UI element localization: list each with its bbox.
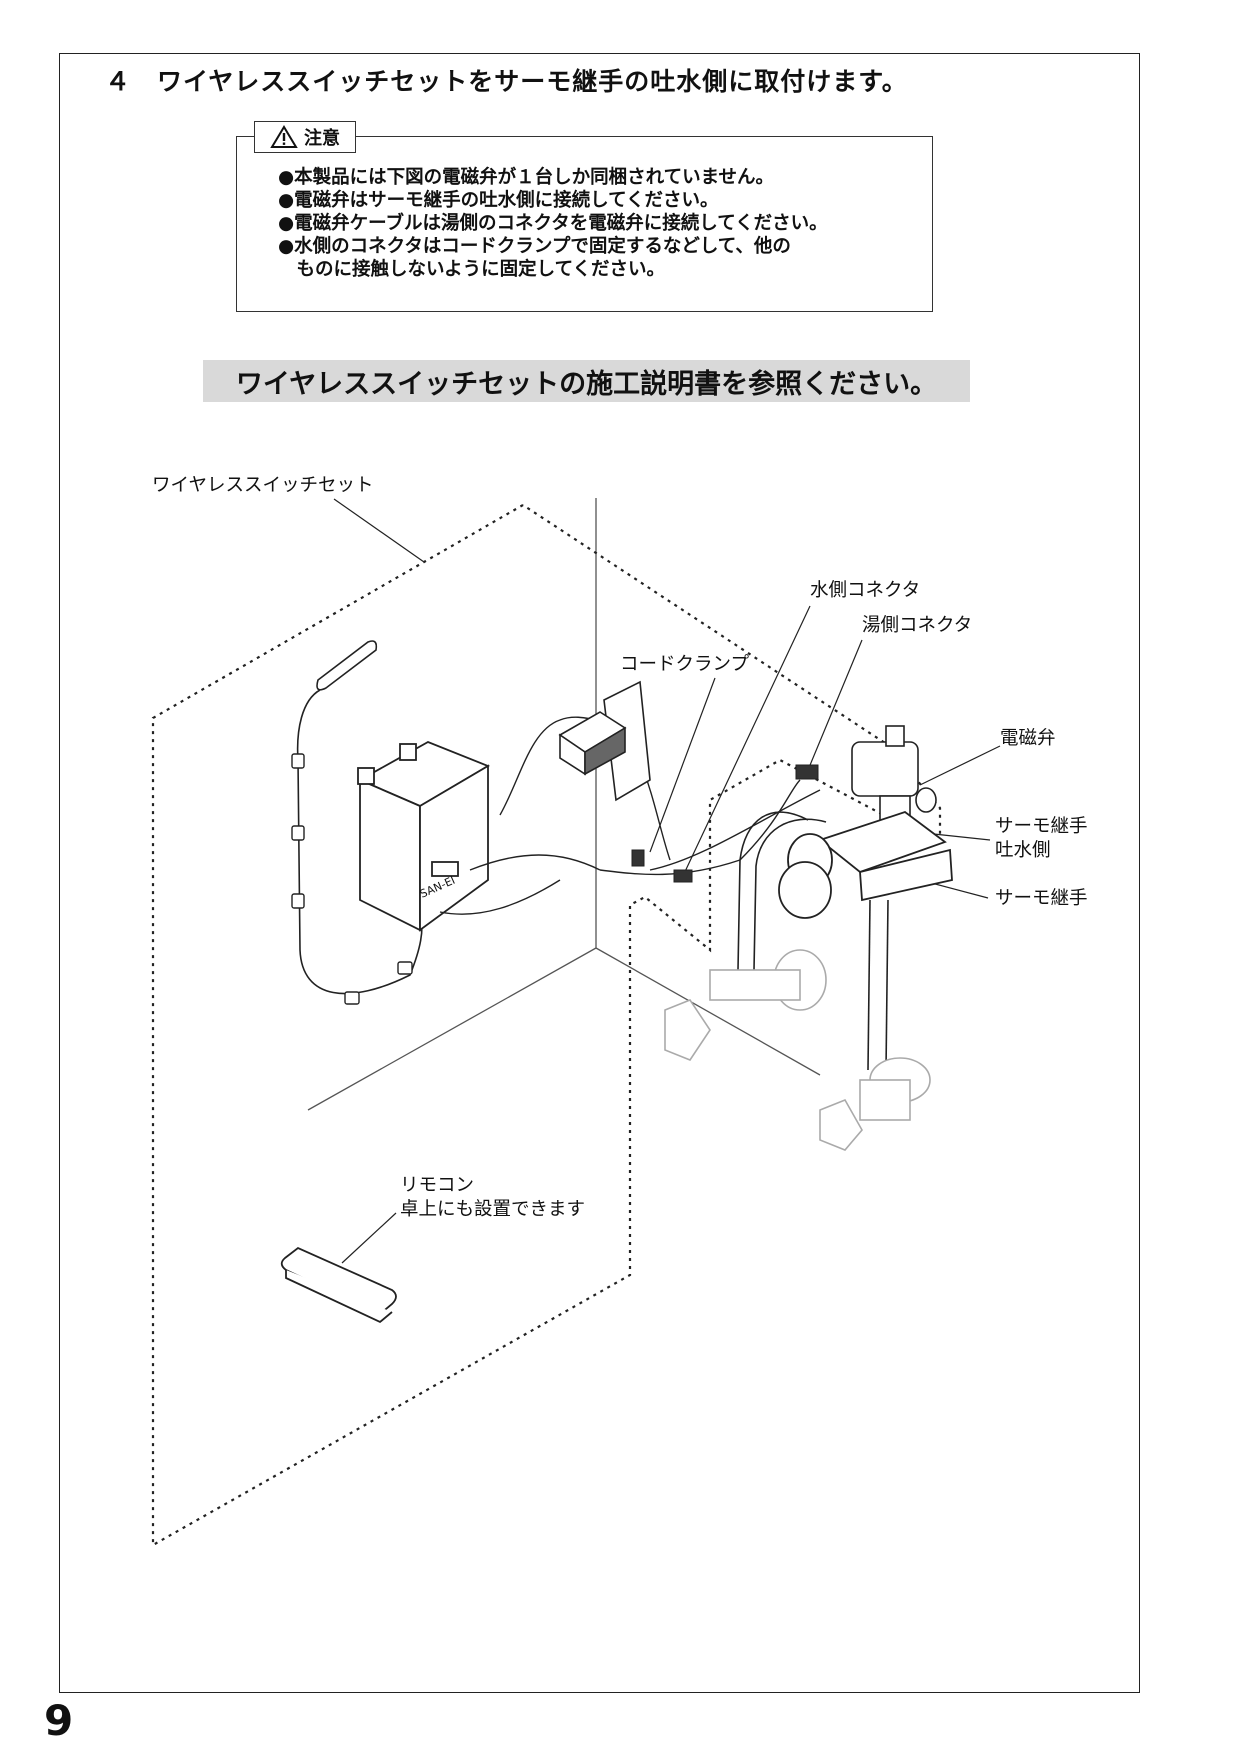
step-title: ４ ワイヤレススイッチセットをサーモ継手の吐水側に取付けます。	[105, 67, 908, 96]
label-cord-clamp: コードクランプ	[620, 654, 749, 675]
warning-triangle-icon	[270, 125, 298, 148]
set-outline	[151, 504, 942, 1547]
label-thermo-outlet: サーモ継手	[995, 816, 1088, 837]
wall-adapter	[558, 680, 651, 802]
caution-box	[236, 136, 933, 312]
caution-item: ものに接触しないように固定してください。	[278, 259, 666, 280]
caution-tag: 注意	[254, 121, 356, 153]
caution-list: ●本製品には下図の電磁弁が１台しか同梱されていません。 ●電磁弁はサーモ継手の吐…	[278, 166, 828, 281]
floor-line-left	[307, 947, 597, 1111]
label-wireless-set: ワイヤレススイッチセット	[152, 475, 374, 496]
label-hot-connector: 湯側コネクタ	[862, 615, 973, 636]
label-solenoid-valve: 電磁弁	[1000, 728, 1056, 749]
caution-item: ●水側のコネクタはコードクランプで固定するなどして、他の	[278, 236, 791, 257]
floor-line-right	[595, 947, 821, 1076]
label-thermo-joint: サーモ継手	[995, 888, 1088, 909]
remote-control	[280, 1246, 397, 1324]
water-connector-shape	[673, 869, 693, 883]
caution-item: ●本製品には下図の電磁弁が１台しか同梱されていません。	[278, 167, 775, 188]
label-remote: リモコン	[400, 1175, 475, 1196]
label-remote-tabletop: 卓上にも設置できます	[400, 1199, 586, 1220]
hot-connector-shape	[795, 764, 819, 780]
caution-label: 注意	[304, 128, 340, 149]
caution-item: ●電磁弁はサーモ継手の吐水側に接続してください。	[278, 190, 719, 211]
label-water-connector: 水側コネクタ	[810, 580, 921, 601]
thermo-joint	[778, 810, 953, 919]
cord-clamp-shape	[631, 849, 645, 867]
page-frame	[59, 53, 1140, 1693]
sensor-bar	[316, 640, 378, 691]
page-number: 9	[44, 1696, 74, 1745]
control-unit	[357, 741, 491, 932]
caution-item: ●電磁弁ケーブルは湯側のコネクタを電磁弁に接続してください。	[278, 213, 828, 234]
stop-valves	[664, 949, 931, 1151]
label-thermo-outlet-side: 吐水側	[995, 840, 1051, 861]
reference-note: ワイヤレススイッチセットの施工説明書を参照ください。	[203, 360, 970, 402]
solenoid-valve	[851, 725, 937, 821]
